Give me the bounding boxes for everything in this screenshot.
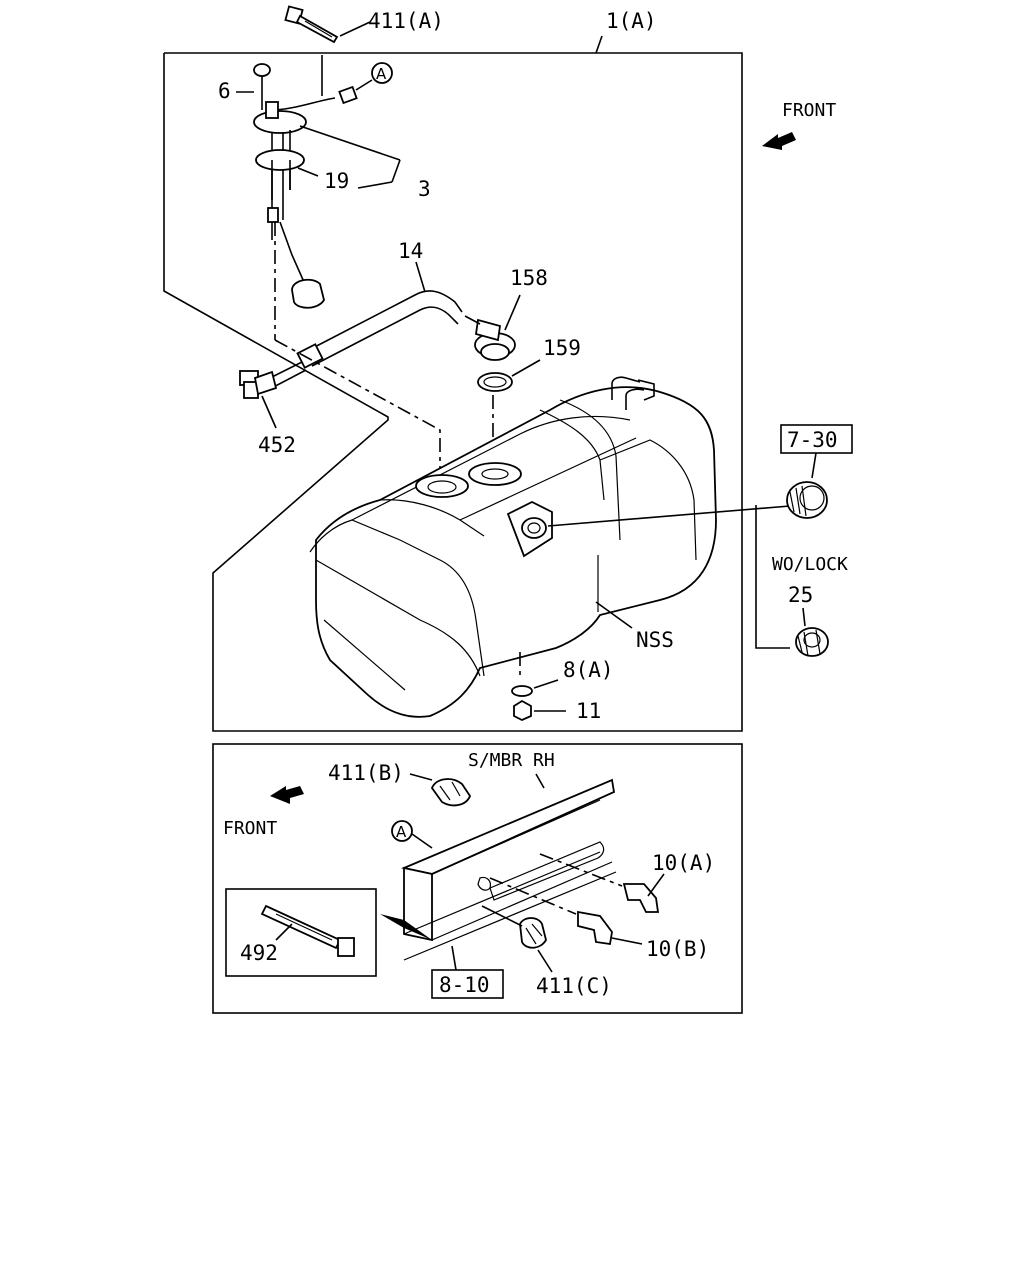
washer-8a — [511, 679, 559, 697]
callout-411c: 411(C) — [536, 974, 612, 998]
fuel-cap-plain — [795, 627, 829, 657]
leader-8-10 — [451, 945, 457, 971]
callout-159: 159 — [543, 336, 581, 360]
bracket-10a — [539, 853, 665, 913]
valve-452 — [239, 370, 278, 429]
callout-8-10: 8-10 — [439, 973, 490, 997]
callout-492: 492 — [240, 941, 278, 965]
label-smbr: S/MBR RH — [468, 750, 555, 771]
front-label-upper: FRONT — [782, 100, 836, 121]
clip-411c — [481, 905, 553, 973]
valve-158 — [464, 294, 521, 361]
bracket-10b — [489, 877, 643, 946]
inset-492 — [225, 888, 377, 977]
callout-411b: 411(B) — [328, 761, 404, 785]
ref-circle-a-lower — [391, 820, 413, 842]
bracket-cap — [755, 505, 790, 649]
callout-411a: 411(A) — [368, 9, 444, 33]
side-member-rh — [401, 778, 617, 961]
callout-158: 158 — [510, 266, 548, 290]
cable-tie-411a — [284, 5, 371, 44]
gasket-159 — [477, 359, 541, 392]
leader-a-lower — [411, 833, 433, 849]
front-arrow-upper — [762, 132, 796, 150]
callout-nss: NSS — [636, 628, 674, 652]
callout-11: 11 — [576, 699, 601, 723]
callout-6: 6 — [218, 79, 231, 103]
leader-411b — [409, 773, 433, 781]
callout-19: 19 — [324, 169, 349, 193]
clip-411b — [430, 778, 472, 807]
lower-frame — [212, 743, 743, 1014]
front-label-lower: FRONT — [223, 818, 277, 839]
box-8-10 — [431, 969, 504, 999]
callout-8a: 8(A) — [563, 658, 614, 682]
callout-10a: 10(A) — [652, 851, 715, 875]
box-7-30 — [780, 424, 853, 454]
leader-1a — [595, 35, 603, 54]
ref-circle-a-lower-label: A — [396, 823, 407, 841]
dash-sender — [274, 339, 441, 470]
callout-14: 14 — [398, 239, 423, 263]
upper-frame — [163, 52, 743, 732]
callout-3: 3 — [418, 177, 431, 201]
leader-smbr — [535, 773, 545, 789]
front-arrow-lower — [270, 786, 304, 804]
callout-7-30: 7-30 — [787, 428, 838, 452]
ref-circle-a — [371, 62, 393, 84]
fuel-sender-unit: A 6 — [218, 55, 401, 340]
callout-452: 452 — [258, 433, 296, 457]
leader-25 — [802, 607, 806, 627]
callout-1a: 1(A) — [606, 9, 657, 33]
fuel-cap-lock — [786, 481, 828, 519]
nut-11 — [513, 699, 566, 721]
filler-line — [547, 505, 791, 527]
callout-25: 25 — [788, 583, 813, 607]
fuel-tank — [309, 376, 717, 718]
label-wo-lock: WO/LOCK — [772, 554, 848, 575]
pointer-arrow — [380, 914, 432, 940]
vent-hose-14 — [261, 261, 463, 393]
callout-10b: 10(B) — [646, 937, 709, 961]
leader-7-30 — [811, 452, 817, 479]
ref-circle-a-label: A — [376, 65, 387, 83]
cable-tie-492 — [260, 904, 355, 957]
